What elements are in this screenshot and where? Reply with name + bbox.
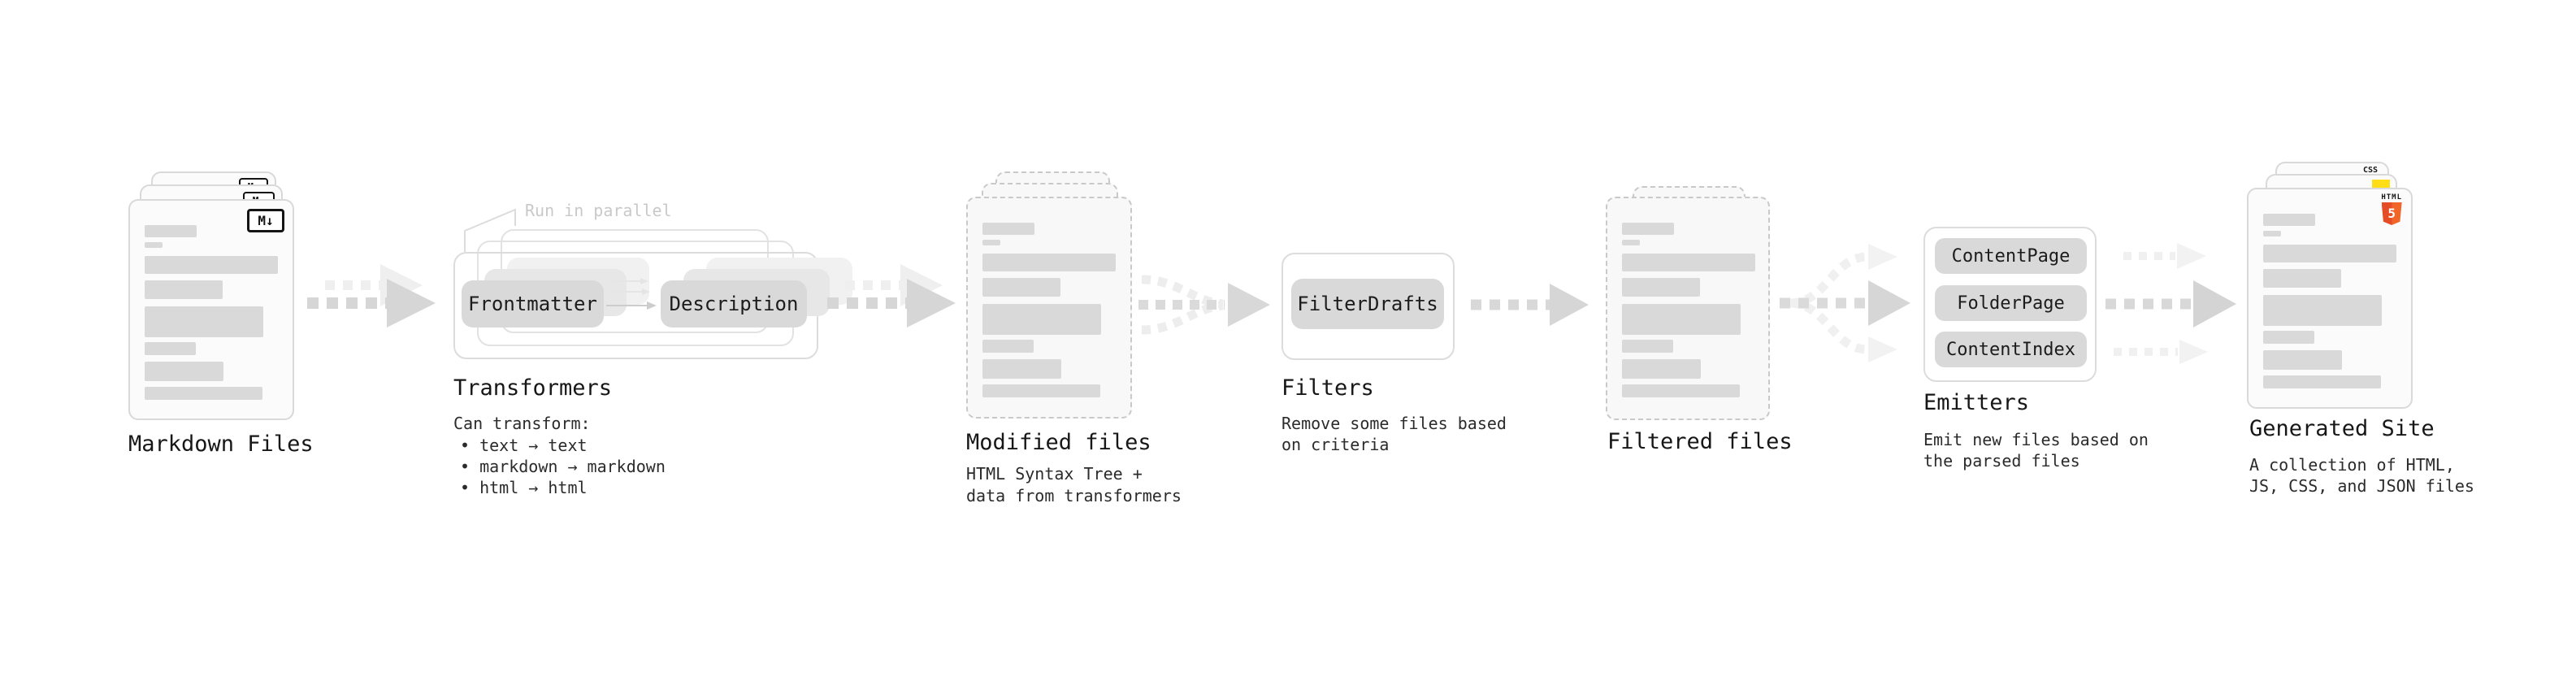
markdown-icon: M↓ — [247, 209, 284, 232]
html5-icon: HTML 5 — [2381, 194, 2402, 225]
placeholder-bar — [1622, 384, 1740, 397]
filters-desc: Remove some files based — [1281, 414, 1507, 433]
placeholder-bar — [1622, 278, 1700, 297]
filters-box — [1281, 253, 1455, 360]
placeholder-bar — [1622, 304, 1741, 335]
flow-arrow-markdown-to-transformers — [307, 264, 436, 327]
placeholder-bar — [982, 278, 1060, 297]
placeholder-bar — [982, 240, 1000, 245]
flow-arrow-emitters-to-generated — [2105, 243, 2236, 364]
placeholder-bar — [2263, 375, 2381, 388]
filterdrafts-pill: FilterDrafts — [1291, 279, 1444, 329]
flow-arrow-filters-to-filtered — [1471, 284, 1589, 326]
run-in-parallel-annotation: Run in parallel — [525, 201, 672, 220]
placeholder-bar — [1622, 254, 1755, 271]
stage-title-modified: Modified files — [966, 430, 1151, 455]
stage-title-generated: Generated Site — [2249, 416, 2435, 441]
placeholder-bar — [145, 306, 263, 337]
placeholder-bar — [145, 225, 197, 237]
markdown-doc-front: M↓ — [128, 199, 294, 420]
generated-desc: A collection of HTML, — [2249, 455, 2455, 475]
contentpage-pill: ContentPage — [1935, 238, 2087, 274]
placeholder-bar — [145, 242, 163, 248]
contentindex-pill: ContentIndex — [1935, 332, 2087, 367]
placeholder-bar — [2263, 295, 2382, 326]
placeholder-bar — [145, 362, 223, 381]
placeholder-bar — [2263, 245, 2396, 262]
modified-doc-front — [966, 197, 1132, 419]
modified-desc: data from transformers — [966, 486, 1182, 505]
emitters-desc: the parsed files — [1923, 451, 2080, 471]
js-icon — [2372, 180, 2390, 190]
placeholder-bar — [982, 223, 1034, 235]
placeholder-bar — [145, 387, 262, 400]
emitters-desc: Emit new files based on — [1923, 430, 2149, 449]
placeholder-bar — [1622, 240, 1640, 245]
stage-title-transformers: Transformers — [453, 375, 613, 401]
stage-title-emitters: Emitters — [1923, 390, 2030, 415]
transformers-bullet: • text → text — [460, 436, 588, 455]
placeholder-bar — [1622, 340, 1673, 353]
folderpage-pill: FolderPage — [1935, 285, 2087, 321]
frontmatter-pill: Frontmatter — [462, 280, 604, 327]
modified-desc: HTML Syntax Tree + — [966, 464, 1143, 484]
filtered-doc-front — [1606, 197, 1770, 420]
transformers-caption: Can transform: — [453, 414, 591, 433]
flow-arrow-transformers-to-modified — [827, 264, 956, 327]
flow-arrow-filtered-to-emitters — [1780, 244, 1910, 362]
parallel-arrows-icon — [606, 278, 657, 310]
generated-doc-front: HTML 5 — [2247, 188, 2413, 409]
stage-title-markdown: Markdown Files — [128, 432, 314, 457]
placeholder-bar — [2263, 350, 2342, 370]
annotation-leader-line — [464, 208, 516, 252]
emitters-box — [1923, 227, 2097, 382]
placeholder-bar — [982, 304, 1101, 335]
placeholder-bar — [982, 254, 1116, 271]
generated-desc: JS, CSS, and JSON files — [2249, 476, 2474, 496]
placeholder-bar — [2263, 214, 2315, 226]
placeholder-bar — [2263, 331, 2314, 344]
filters-desc: on criteria — [1281, 435, 1390, 454]
stage-title-filtered: Filtered files — [1607, 429, 1793, 454]
description-pill: Description — [661, 280, 807, 327]
transformers-bullet: • html → html — [460, 478, 588, 497]
placeholder-bar — [145, 280, 223, 299]
placeholder-bar — [1622, 223, 1674, 235]
placeholder-bar — [982, 359, 1061, 379]
placeholder-bar — [145, 342, 196, 355]
flow-arrow-modified-to-filters — [1138, 275, 1270, 335]
stage-title-filters: Filters — [1281, 375, 1374, 401]
placeholder-bar — [982, 384, 1100, 397]
transformers-bullet: • markdown → markdown — [460, 457, 666, 476]
placeholder-bar — [145, 256, 278, 274]
placeholder-bar — [982, 340, 1034, 353]
placeholder-bar — [1622, 359, 1701, 379]
placeholder-bar — [2263, 269, 2341, 288]
placeholder-bar — [2263, 231, 2281, 236]
